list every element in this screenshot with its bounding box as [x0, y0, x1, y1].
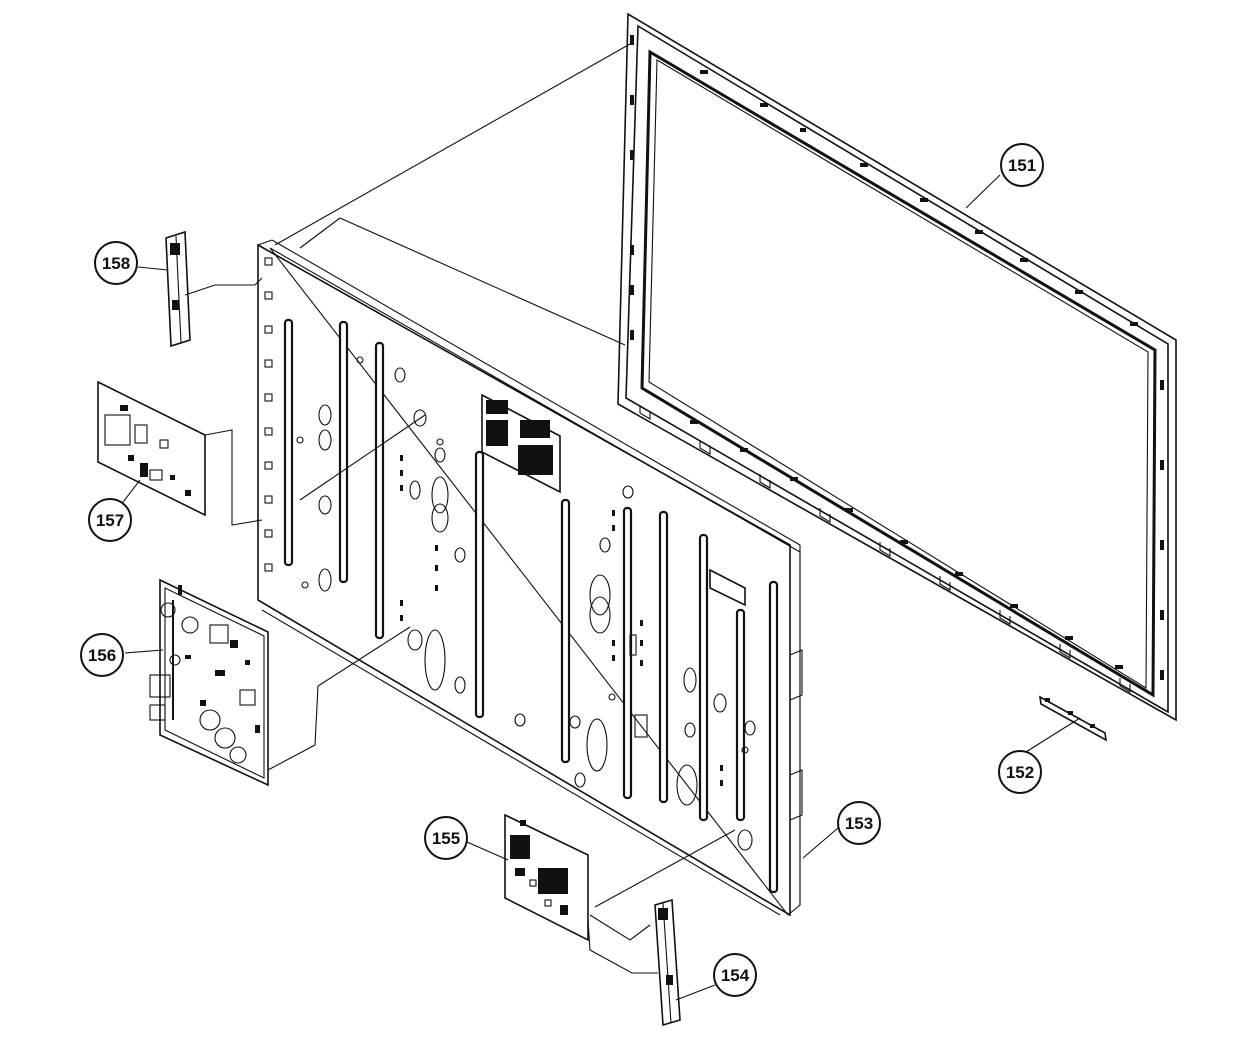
callout-155: 155 [424, 816, 468, 860]
callout-155-label: 155 [432, 829, 460, 848]
callout-151: 151 [1000, 143, 1044, 187]
part-153-chassis-panel [257, 239, 803, 917]
callout-158: 158 [94, 241, 138, 285]
part-152-bracket [1038, 695, 1108, 742]
callout-152-label: 152 [1006, 763, 1034, 782]
part-158-bracket-upper [165, 230, 191, 348]
part-151-front-bezel [617, 12, 1177, 722]
callout-157: 157 [88, 498, 132, 542]
part-156-power-pcb [149, 578, 269, 787]
callout-151-label: 151 [1008, 156, 1036, 175]
part-157-pcb-left [97, 380, 206, 517]
callout-156: 156 [80, 633, 124, 677]
callout-leaders [119, 174, 1081, 1001]
callout-156-label: 156 [88, 646, 116, 665]
callout-154: 154 [713, 953, 757, 997]
callout-158-label: 158 [102, 254, 130, 273]
callout-154-label: 154 [721, 966, 750, 985]
callout-157-label: 157 [96, 511, 124, 530]
callout-153-label: 153 [845, 814, 873, 833]
part-155-pcb-small [504, 813, 589, 942]
callout-153: 153 [837, 801, 881, 845]
assembly-leader-lines [184, 43, 736, 974]
callout-152: 152 [998, 750, 1042, 794]
part-154-bracket-lower [654, 898, 681, 1027]
